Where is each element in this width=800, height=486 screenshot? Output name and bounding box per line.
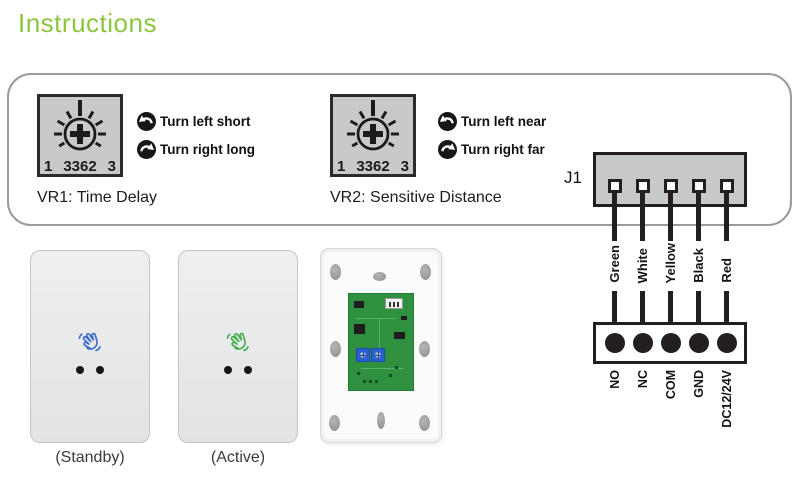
vr1-caption: VR1: Time Delay [37,189,158,206]
wire-yellow [668,190,673,241]
wire-black [696,291,701,323]
terminal-block [593,322,747,364]
pcb-component [389,374,392,377]
pcb-trace [355,318,395,319]
page-title: Instructions [18,8,157,38]
waving-hand-icon [226,332,249,352]
mounting-hole [420,264,431,280]
vr2-scale-center: 3362 [356,158,389,175]
wire-label-white: White [635,247,650,283]
wire-white [640,291,645,323]
sensor-dot [96,366,104,374]
pcb-component [375,380,378,383]
terminal-label-nc: NC [636,370,650,389]
sensor-dot [244,366,252,374]
pcb-component [357,372,360,375]
mounting-hole [377,412,385,429]
pcb-component [401,316,407,320]
pcb-ic [354,301,364,308]
device-back-view [320,248,442,443]
wire-label-yellow: Yellow [663,242,678,283]
terminal-hole [717,333,737,353]
device-active [178,250,298,443]
terminal-label-no: NO [608,370,622,389]
mounting-hole [330,264,341,280]
vr2-scale-left: 1 [337,158,345,175]
sensor-dot [76,366,84,374]
vr2-scale-right: 3 [401,158,409,175]
wire-red [724,190,729,241]
device-standby [30,250,150,443]
wire-red [724,291,729,323]
trimmer-pot-vr1 [356,348,370,362]
pcb-trace [379,318,380,358]
pcb-component [395,366,398,369]
j1-label: J1 [564,168,582,187]
vr1-turn-left-row: Turn left short [137,111,251,131]
pcb-ic [354,324,365,334]
vr1-dial-icon: 1 3362 3 [37,94,123,177]
vr1-scale-right: 3 [108,158,116,175]
vr2-caption: VR2: Sensitive Distance [330,189,502,206]
waving-hand-icon [78,332,101,352]
mounting-hole [419,341,430,357]
terminal-hole [633,333,653,353]
pcb-connector [385,298,403,309]
pcb [348,293,414,391]
pcb-component [369,380,372,383]
vr1-scale-left: 1 [44,158,52,175]
vr1-turn-left-label: Turn left short [160,113,251,129]
sensor-dot [224,366,232,374]
wire-yellow [668,291,673,323]
mounting-hole [373,272,386,281]
terminal-hole [661,333,681,353]
rotate-cw-icon [438,139,457,159]
vr2-dial-icon: 1 3362 3 [330,94,416,177]
terminal-hole [605,333,625,353]
mounting-hole [330,341,341,357]
terminal-label-gnd: GND [692,370,706,398]
wire-label-red: Red [719,258,734,283]
terminal-label-dc: DC12/24V [720,370,734,428]
terminal-hole [689,333,709,353]
pcb-component [363,380,366,383]
vr2-turn-right-label: Turn right far [461,141,545,157]
pcb-ic [394,332,405,339]
standby-caption: (Standby) [55,449,125,466]
vr1-scale-center: 3362 [63,158,96,175]
vr2-turn-right-row: Turn right far [438,139,545,159]
vr1-turn-right-label: Turn right long [160,141,255,157]
vr2-turn-left-row: Turn left near [438,111,546,131]
mounting-hole [419,415,430,431]
wire-black [696,190,701,241]
wire-green [612,190,617,241]
active-caption: (Active) [210,449,266,466]
pcb-trace [361,368,403,369]
vr2-turn-left-label: Turn left near [461,113,547,129]
wire-label-green: Green [607,245,622,283]
vr1-turn-right-row: Turn right long [137,139,255,159]
wire-label-black: Black [691,248,706,283]
wire-white [640,190,645,241]
terminal-label-com: COM [664,370,678,400]
trimmer-pot-vr2 [371,348,385,362]
wire-green [612,291,617,323]
mounting-hole [329,415,340,431]
rotate-ccw-icon [438,111,457,131]
rotate-cw-icon [137,139,156,159]
rotate-ccw-icon [137,111,156,131]
